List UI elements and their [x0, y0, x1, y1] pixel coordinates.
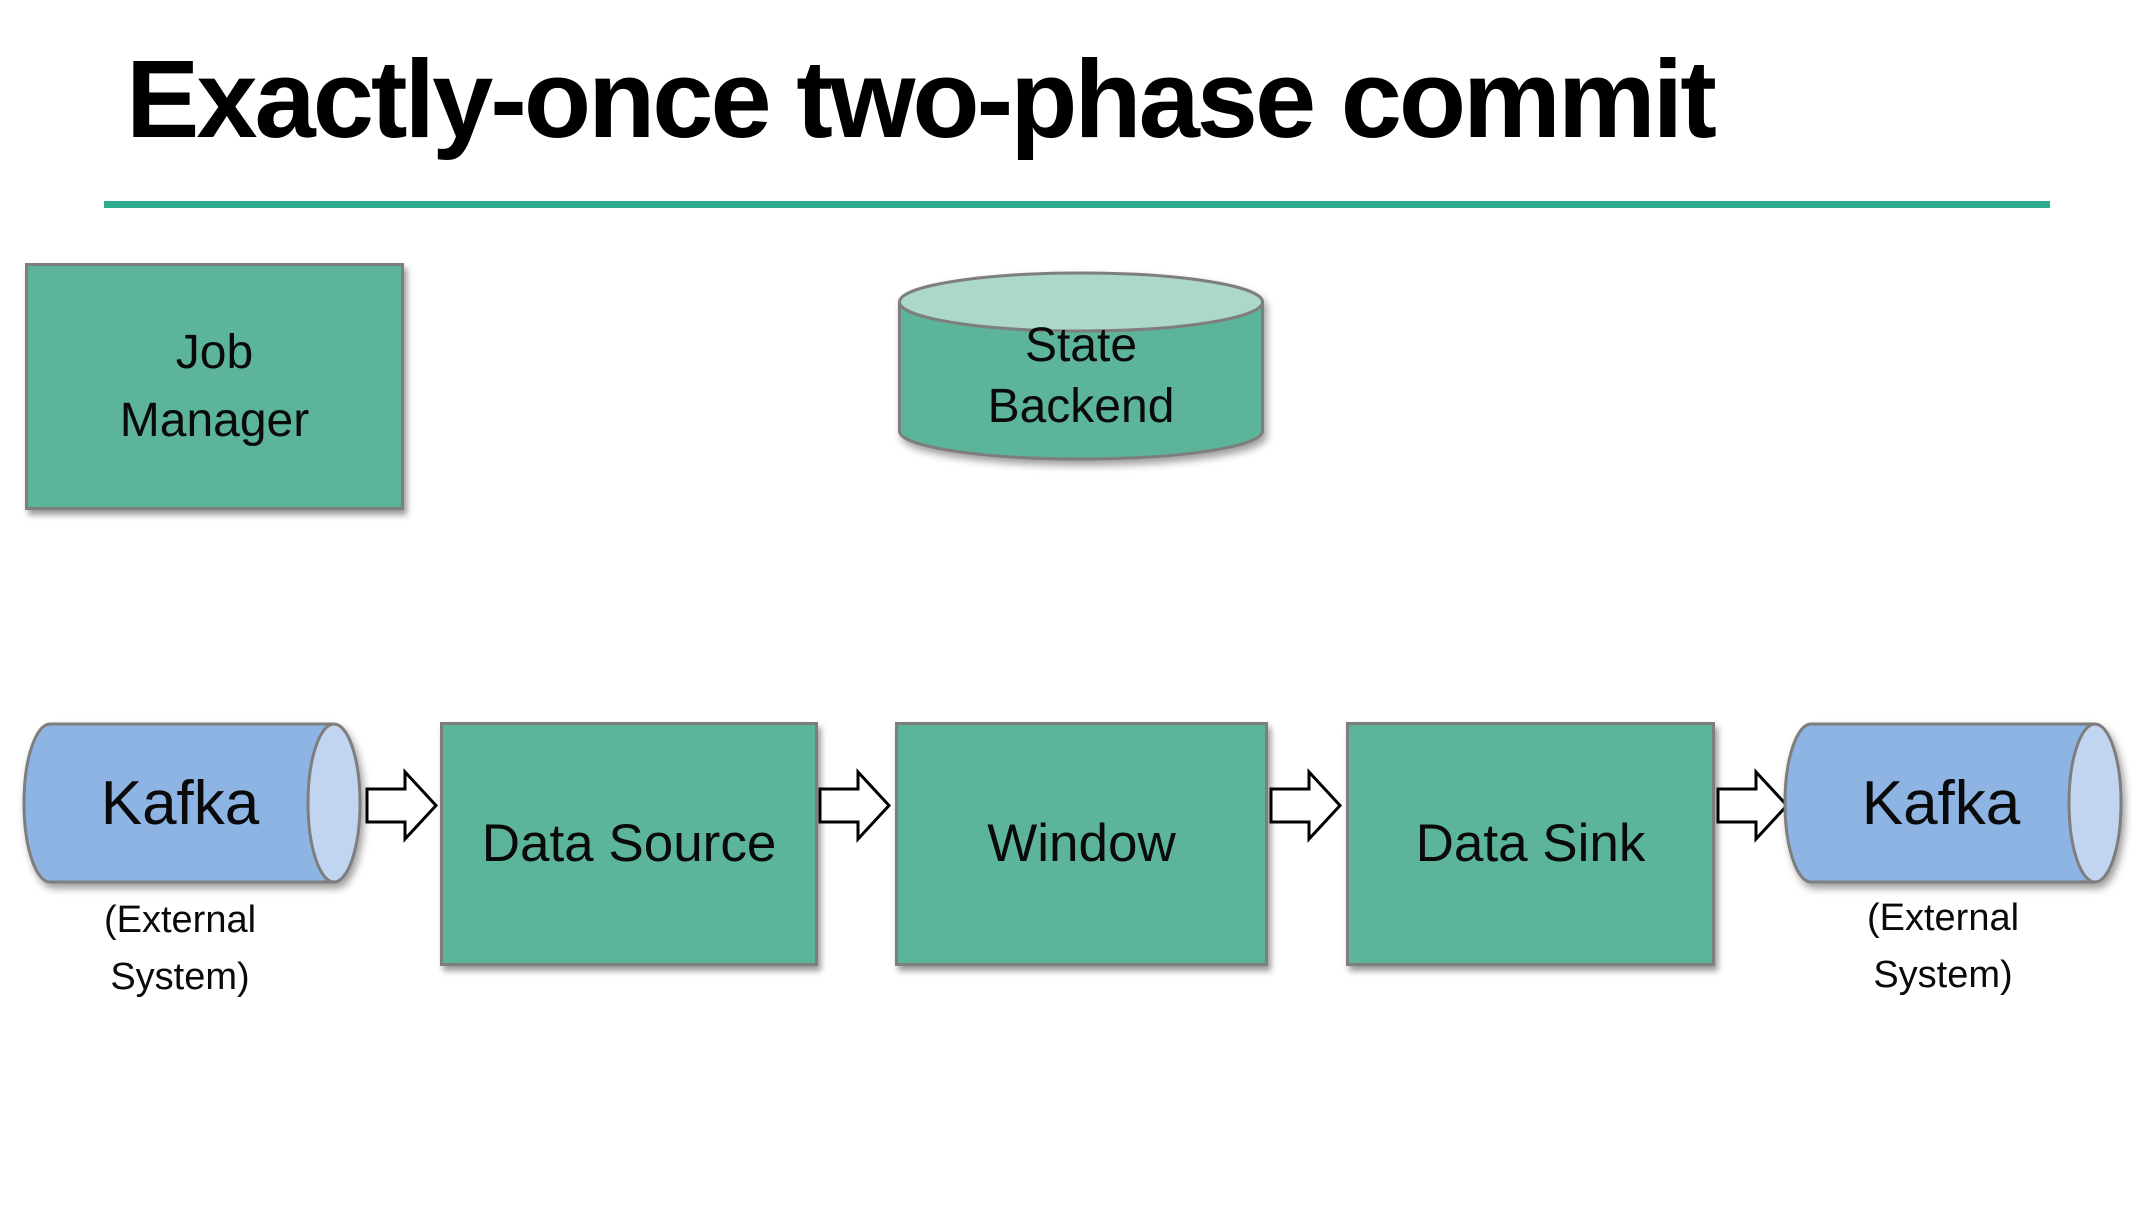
kafka-left-cylinder-cap: [306, 722, 362, 884]
data-source-label: Data Source: [481, 814, 777, 874]
kafka-left-cylinder-body: [22, 722, 336, 884]
kafka-right-external-caption: (External System): [1866, 897, 2020, 996]
title-underline: [104, 201, 2050, 208]
kafka-left-label: Kafka: [100, 768, 260, 838]
job-manager-label: Job Manager: [119, 326, 310, 447]
arrow-window-to-sink: [1269, 768, 1343, 843]
window-label: Window: [987, 814, 1176, 874]
kafka-right-label: Kafka: [1861, 768, 2021, 838]
arrow-sink-to-kafka: [1716, 768, 1790, 843]
data-sink-label: Data Sink: [1415, 814, 1646, 874]
kafka-right-cylinder-cap: [2067, 722, 2123, 884]
arrow-source-to-window: [818, 768, 892, 843]
data-source-node: Data Source: [440, 722, 818, 966]
kafka-right-cylinder: [1783, 722, 2123, 884]
data-sink-node: Data Sink: [1346, 722, 1715, 966]
job-manager-node: Job Manager: [25, 263, 404, 510]
state-backend-label: State Backend: [987, 318, 1175, 433]
window-node: Window: [895, 722, 1268, 966]
state-backend-cylinder-body: [898, 300, 1264, 461]
kafka-left-cylinder: [22, 722, 362, 884]
slide-title: Exactly-once two-phase commit: [126, 38, 1717, 161]
state-backend-cylinder: [898, 271, 1264, 461]
kafka-right-cylinder-body: [1783, 722, 2097, 884]
kafka-left-external-caption: (External System): [103, 899, 257, 998]
state-backend-cylinder-top: [898, 271, 1264, 333]
arrow-kafka-to-source: [365, 768, 439, 843]
